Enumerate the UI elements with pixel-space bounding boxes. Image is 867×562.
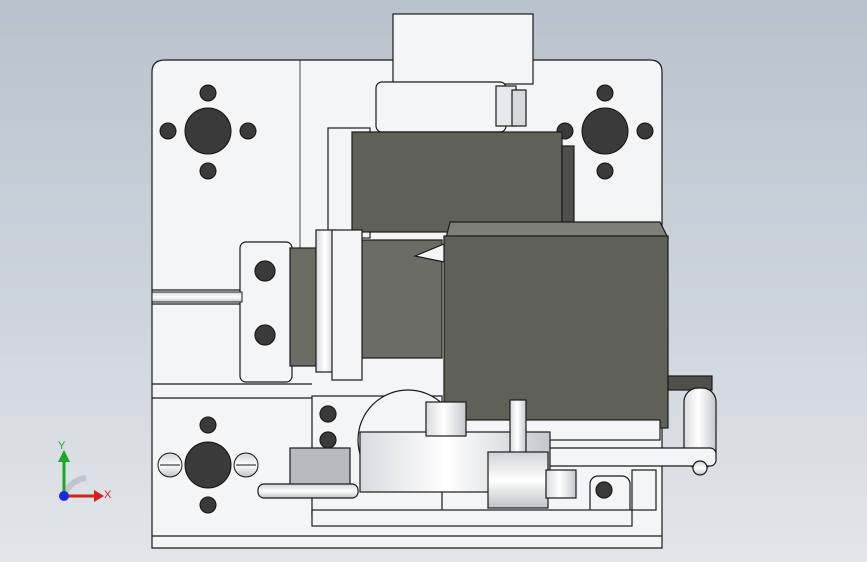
- guide-rod: [151, 291, 243, 303]
- z-axis-dot: [59, 491, 69, 501]
- gear-linkage[interactable]: [257, 389, 657, 527]
- coordinate-triad: Y X: [58, 440, 112, 502]
- y-axis-label: Y: [58, 440, 66, 452]
- mount-holes-top-left: [159, 84, 257, 180]
- upper-servo[interactable]: [327, 127, 575, 359]
- top-bracket[interactable]: [375, 13, 534, 133]
- x-axis-arrowhead: [94, 490, 104, 502]
- side-bracket-left[interactable]: [239, 229, 363, 383]
- x-axis-label: X: [104, 489, 112, 501]
- mount-holes-top-right: [556, 84, 654, 180]
- arm-bracket-right[interactable]: [539, 375, 717, 476]
- mount-holes-bottom-left: [157, 416, 259, 514]
- y-axis-arrowhead: [58, 450, 70, 462]
